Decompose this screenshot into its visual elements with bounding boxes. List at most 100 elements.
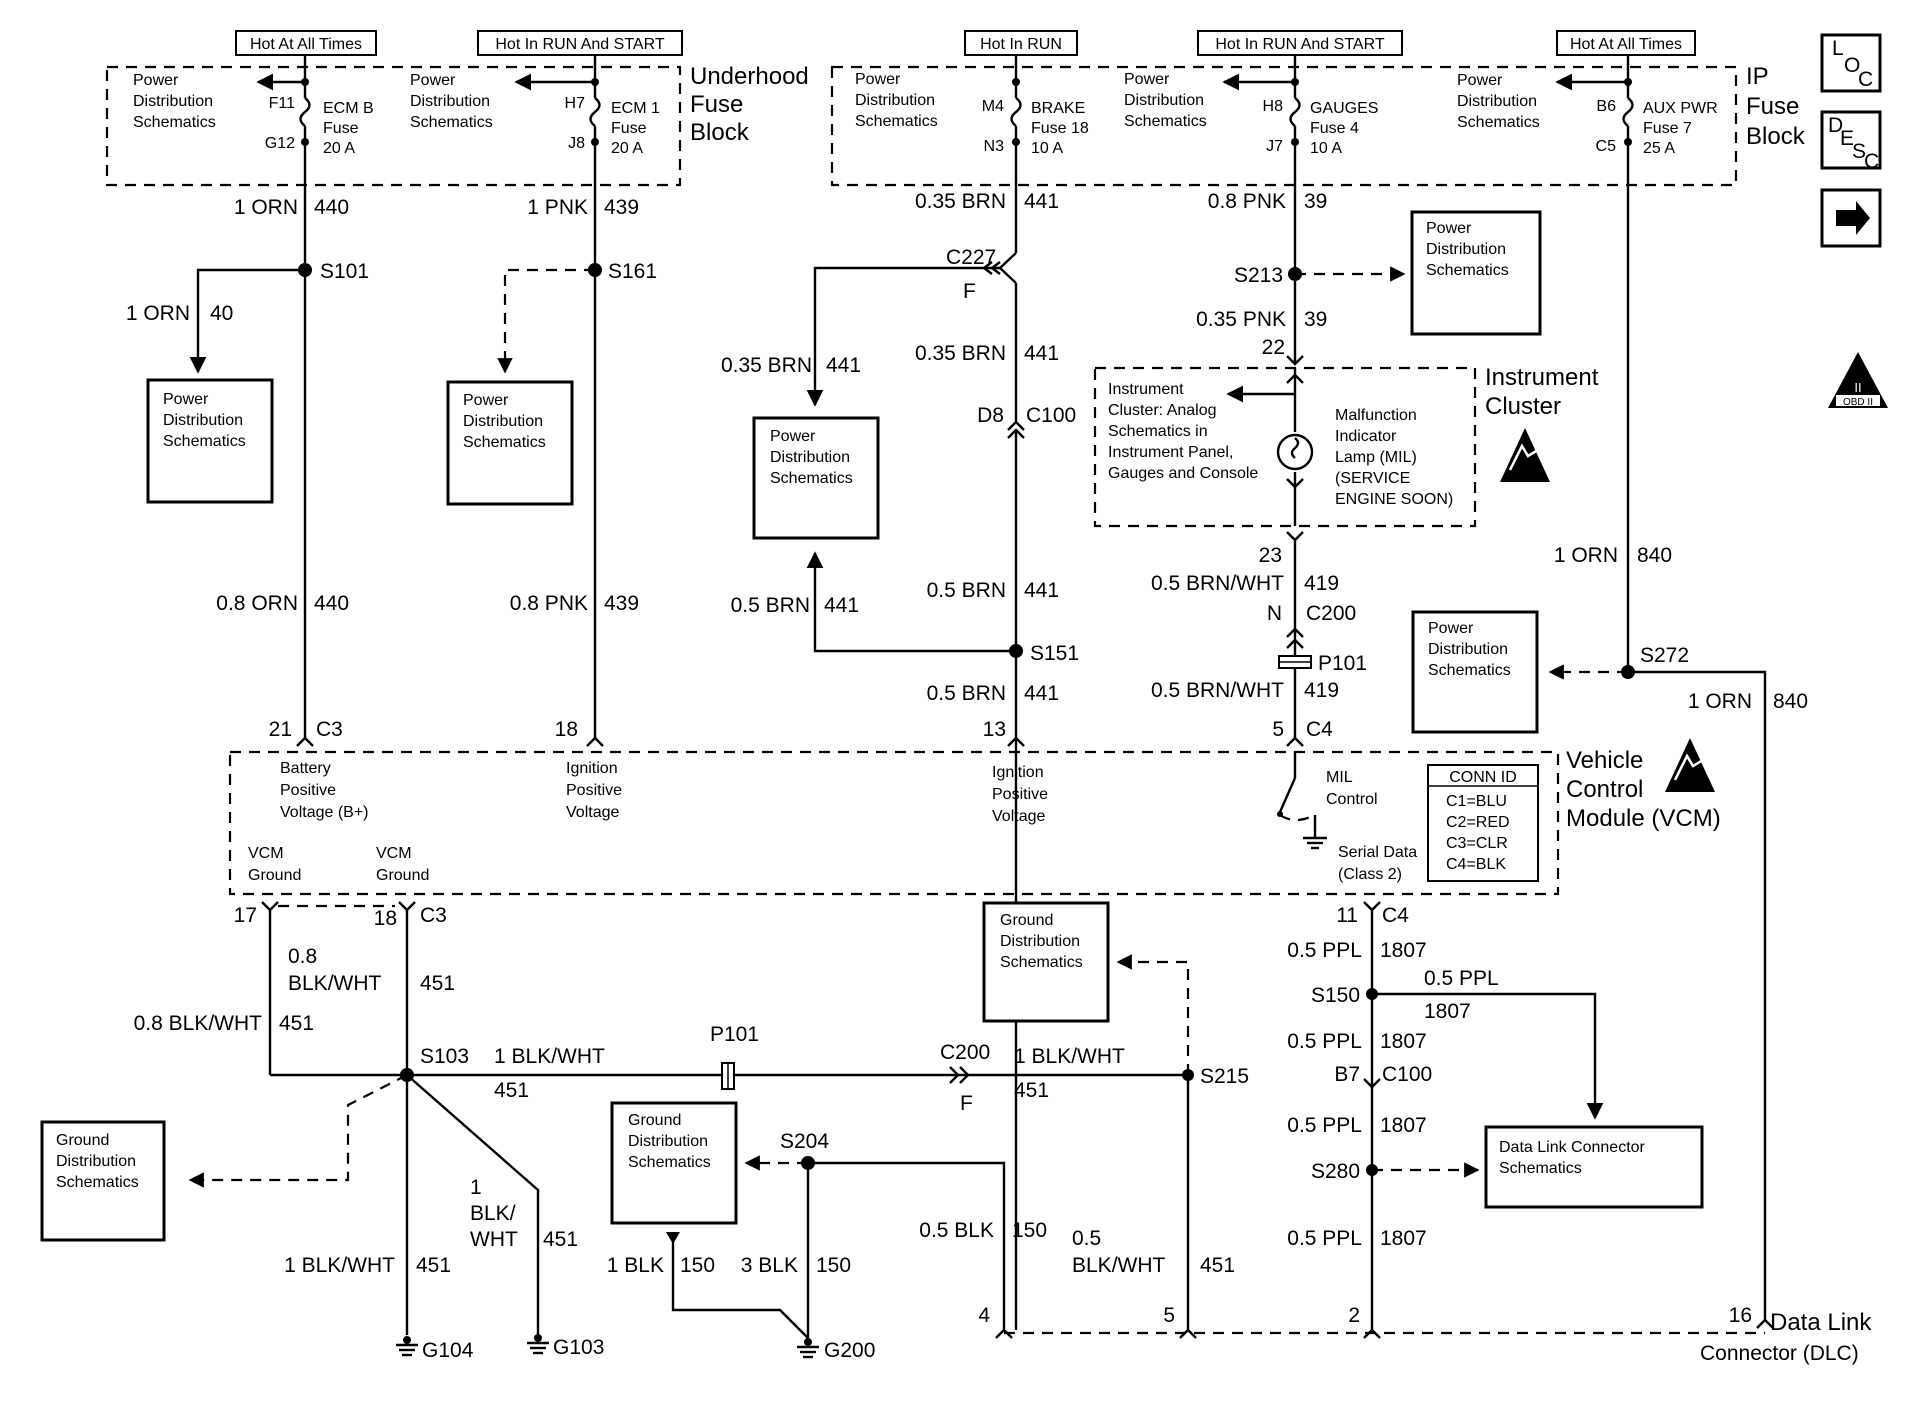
svg-text:1807: 1807 — [1380, 1227, 1427, 1250]
esd-sensitive-icon — [1500, 428, 1550, 482]
svg-text:C3=CLR: C3=CLR — [1446, 835, 1508, 852]
dlc-schematics-box: Data Link Connector Schematics — [1484, 1125, 1704, 1209]
svg-text:1 ORN: 1 ORN — [234, 196, 298, 219]
svg-text:Connector (DLC): Connector (DLC) — [1700, 1342, 1859, 1365]
svg-text:G12: G12 — [265, 135, 295, 152]
svg-text:0.35 PNK: 0.35 PNK — [1196, 308, 1286, 331]
svg-text:Power: Power — [410, 72, 456, 89]
svg-text:419: 419 — [1304, 679, 1339, 702]
circuit-451: 17 18 C3 0.8 BLK/WHT 451 0.8 BLK/WHT 451… — [134, 901, 1249, 1339]
svg-text:Lamp (MIL): Lamp (MIL) — [1335, 449, 1417, 466]
svg-text:1807: 1807 — [1380, 939, 1427, 962]
svg-text:439: 439 — [604, 196, 639, 219]
ip-fuse-block-label: IP Fuse Block — [1746, 63, 1806, 150]
svg-text:1 PNK: 1 PNK — [527, 196, 588, 219]
svg-text:Hot At All Times: Hot At All Times — [250, 36, 362, 53]
svg-text:1 ORN: 1 ORN — [1554, 544, 1618, 567]
svg-text:Schematics: Schematics — [410, 114, 493, 131]
svg-text:D: D — [1828, 114, 1843, 137]
svg-text:Fuse 7: Fuse 7 — [1643, 120, 1692, 137]
svg-text:2: 2 — [1348, 1304, 1360, 1327]
data-link-connector: 16 Data Link Connector (DLC) — [1004, 1304, 1872, 1365]
svg-text:Power: Power — [163, 391, 209, 408]
svg-text:Control: Control — [1326, 791, 1378, 808]
circuit-150: S204 1 BLK 150 3 BLK 150 0.5 BLK 150 4 — [607, 1130, 1047, 1339]
svg-text:L: L — [1832, 37, 1844, 60]
svg-text:C2=RED: C2=RED — [1446, 814, 1510, 831]
svg-text:Instrument: Instrument — [1108, 381, 1184, 398]
svg-text:Cluster: Cluster — [1485, 393, 1561, 420]
svg-text:Fuse: Fuse — [690, 91, 743, 118]
fuse-brake: M4 N3 BRAKE Fuse 18 10 A — [982, 55, 1089, 185]
svg-text:AUX PWR: AUX PWR — [1643, 100, 1718, 117]
circuit-39-419: 0.8 PNK 39 S213 0.35 PNK 39 22 23 0.5 BR… — [1151, 185, 1406, 747]
svg-text:B7: B7 — [1334, 1063, 1360, 1086]
svg-text:Voltage (B+): Voltage (B+) — [280, 804, 369, 821]
circuit-440: 1 ORN 440 S101 1 ORN 40 0.8 ORN 440 21 C… — [126, 185, 369, 747]
svg-text:Voltage: Voltage — [566, 804, 619, 821]
svg-text:Power: Power — [1428, 620, 1474, 637]
svg-text:0.8 ORN: 0.8 ORN — [216, 592, 298, 615]
svg-text:440: 440 — [314, 196, 349, 219]
svg-text:0.8 PNK: 0.8 PNK — [510, 592, 588, 615]
svg-text:10 A: 10 A — [1031, 140, 1063, 157]
loc-icon[interactable]: L O C — [1820, 33, 1882, 93]
svg-text:1 BLK/WHT: 1 BLK/WHT — [284, 1254, 395, 1277]
svg-text:0.5 BRN: 0.5 BRN — [927, 579, 1006, 602]
svg-text:C4: C4 — [1382, 904, 1409, 927]
svg-text:Hot In RUN And START: Hot In RUN And START — [495, 36, 664, 53]
svg-text:E: E — [1840, 127, 1854, 150]
svg-text:22: 22 — [1262, 336, 1285, 359]
svg-text:13: 13 — [983, 718, 1006, 741]
svg-text:0.5 BRN: 0.5 BRN — [927, 682, 1006, 705]
pd-label-gauges: Power Distribution Schematics — [1124, 71, 1207, 130]
svg-text:Cluster: Analog: Cluster: Analog — [1108, 402, 1217, 419]
svg-text:451: 451 — [279, 1012, 314, 1035]
svg-text:Fuse: Fuse — [1746, 93, 1799, 120]
svg-text:Data Link Connector: Data Link Connector — [1499, 1139, 1646, 1156]
ip-fuse-block-box — [830, 65, 1738, 187]
svg-text:H8: H8 — [1263, 98, 1284, 115]
svg-text:Fuse 4: Fuse 4 — [1310, 120, 1359, 137]
svg-text:S151: S151 — [1030, 642, 1079, 665]
svg-text:0.5 BLK: 0.5 BLK — [919, 1219, 994, 1242]
svg-text:1807: 1807 — [1424, 1000, 1471, 1023]
pd-box-s213: Power Distribution Schematics — [1410, 210, 1542, 336]
svg-text:419: 419 — [1304, 572, 1339, 595]
svg-text:C3: C3 — [316, 718, 343, 741]
svg-text:0.5 BRN: 0.5 BRN — [731, 594, 810, 617]
svg-text:1 BLK/WHT: 1 BLK/WHT — [494, 1045, 605, 1068]
svg-text:Data Link: Data Link — [1770, 1309, 1872, 1336]
gd-box-s103: Ground Distribution Schematics — [40, 1120, 166, 1242]
pd-box-c227: Power Distribution Schematics — [752, 416, 880, 540]
svg-text:Schematics: Schematics — [628, 1154, 711, 1171]
desc-icon[interactable]: D E S C — [1820, 110, 1882, 173]
svg-text:16: 16 — [1729, 1304, 1752, 1327]
svg-text:0.5 PPL: 0.5 PPL — [1287, 1227, 1362, 1250]
svg-text:Distribution: Distribution — [1124, 92, 1204, 109]
svg-text:39: 39 — [1304, 308, 1327, 331]
svg-text:BLK/WHT: BLK/WHT — [288, 972, 382, 995]
svg-text:441: 441 — [1024, 579, 1059, 602]
svg-text:WHT: WHT — [470, 1228, 518, 1251]
svg-text:S280: S280 — [1311, 1160, 1360, 1183]
underhood-fuse-block-label: Underhood Fuse Block — [690, 63, 809, 146]
svg-text:1: 1 — [470, 1176, 482, 1199]
svg-text:Distribution: Distribution — [133, 93, 213, 110]
svg-text:Distribution: Distribution — [855, 92, 935, 109]
svg-text:Instrument: Instrument — [1485, 364, 1599, 391]
svg-text:Schematics: Schematics — [133, 114, 216, 131]
svg-text:C100: C100 — [1382, 1063, 1432, 1086]
svg-text:Ground: Ground — [56, 1132, 109, 1149]
svg-text:0.5 PPL: 0.5 PPL — [1287, 939, 1362, 962]
svg-text:0.5 PPL: 0.5 PPL — [1424, 967, 1499, 990]
svg-text:Underhood: Underhood — [690, 63, 809, 90]
svg-text:Instrument Panel,: Instrument Panel, — [1108, 444, 1233, 461]
header-brake: Hot In RUN — [964, 30, 1078, 56]
svg-text:Power: Power — [1426, 220, 1472, 237]
svg-text:1807: 1807 — [1380, 1114, 1427, 1137]
svg-text:Control: Control — [1566, 776, 1643, 803]
svg-text:150: 150 — [816, 1254, 851, 1277]
svg-text:Power: Power — [770, 428, 816, 445]
next-arrow-icon[interactable] — [1820, 188, 1882, 248]
